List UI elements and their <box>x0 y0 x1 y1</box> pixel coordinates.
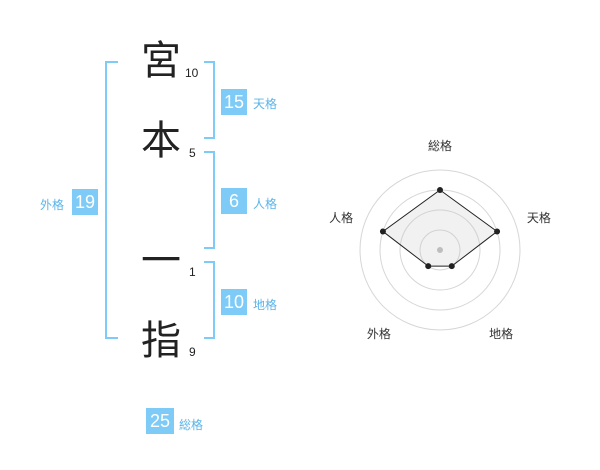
radar-point-3 <box>448 263 455 270</box>
stroke-count-1: 10 <box>185 66 199 80</box>
chikaku-label: 地格 <box>253 298 278 312</box>
name-char-1: 宮 <box>141 38 181 84</box>
radar-point-4 <box>425 263 432 270</box>
radar-axis-label-4: 外格 <box>367 326 391 341</box>
tenkaku-value: 15 <box>221 89 247 115</box>
chikaku-value: 10 <box>221 289 247 315</box>
radar-ring <box>419 229 461 271</box>
name-char-2: 本 <box>141 118 181 164</box>
radar-point-5 <box>379 228 386 235</box>
gaikaku-label: 外格 <box>40 198 65 212</box>
radar-ring <box>359 169 521 331</box>
gaikaku-value: 19 <box>72 189 98 215</box>
jinkaku-value: 6 <box>221 188 247 214</box>
radar-axis-label-5: 人格 <box>329 210 353 225</box>
radar-ring <box>399 209 481 291</box>
soukaku-value: 25 <box>146 408 174 434</box>
name-char-3: 一 <box>141 238 181 284</box>
jinkaku-label: 人格 <box>253 197 278 211</box>
name-char-4: 指 <box>141 318 181 364</box>
radar-axis-label-2: 天格 <box>527 210 551 225</box>
radar-series-area <box>382 190 498 267</box>
radar-point-1 <box>437 187 443 193</box>
radar-point-2 <box>494 228 501 235</box>
radar-axis-label-1: 総格 <box>428 138 452 153</box>
soukaku-label: 総格 <box>179 418 204 432</box>
radar-center <box>437 247 443 253</box>
radar-axis-label-3: 地格 <box>489 326 513 341</box>
stroke-count-2: 5 <box>189 146 196 160</box>
stroke-count-4: 9 <box>189 345 196 359</box>
tenkaku-label: 天格 <box>253 97 278 111</box>
radar-series-polygon <box>382 189 498 267</box>
stroke-count-3: 1 <box>189 265 196 279</box>
